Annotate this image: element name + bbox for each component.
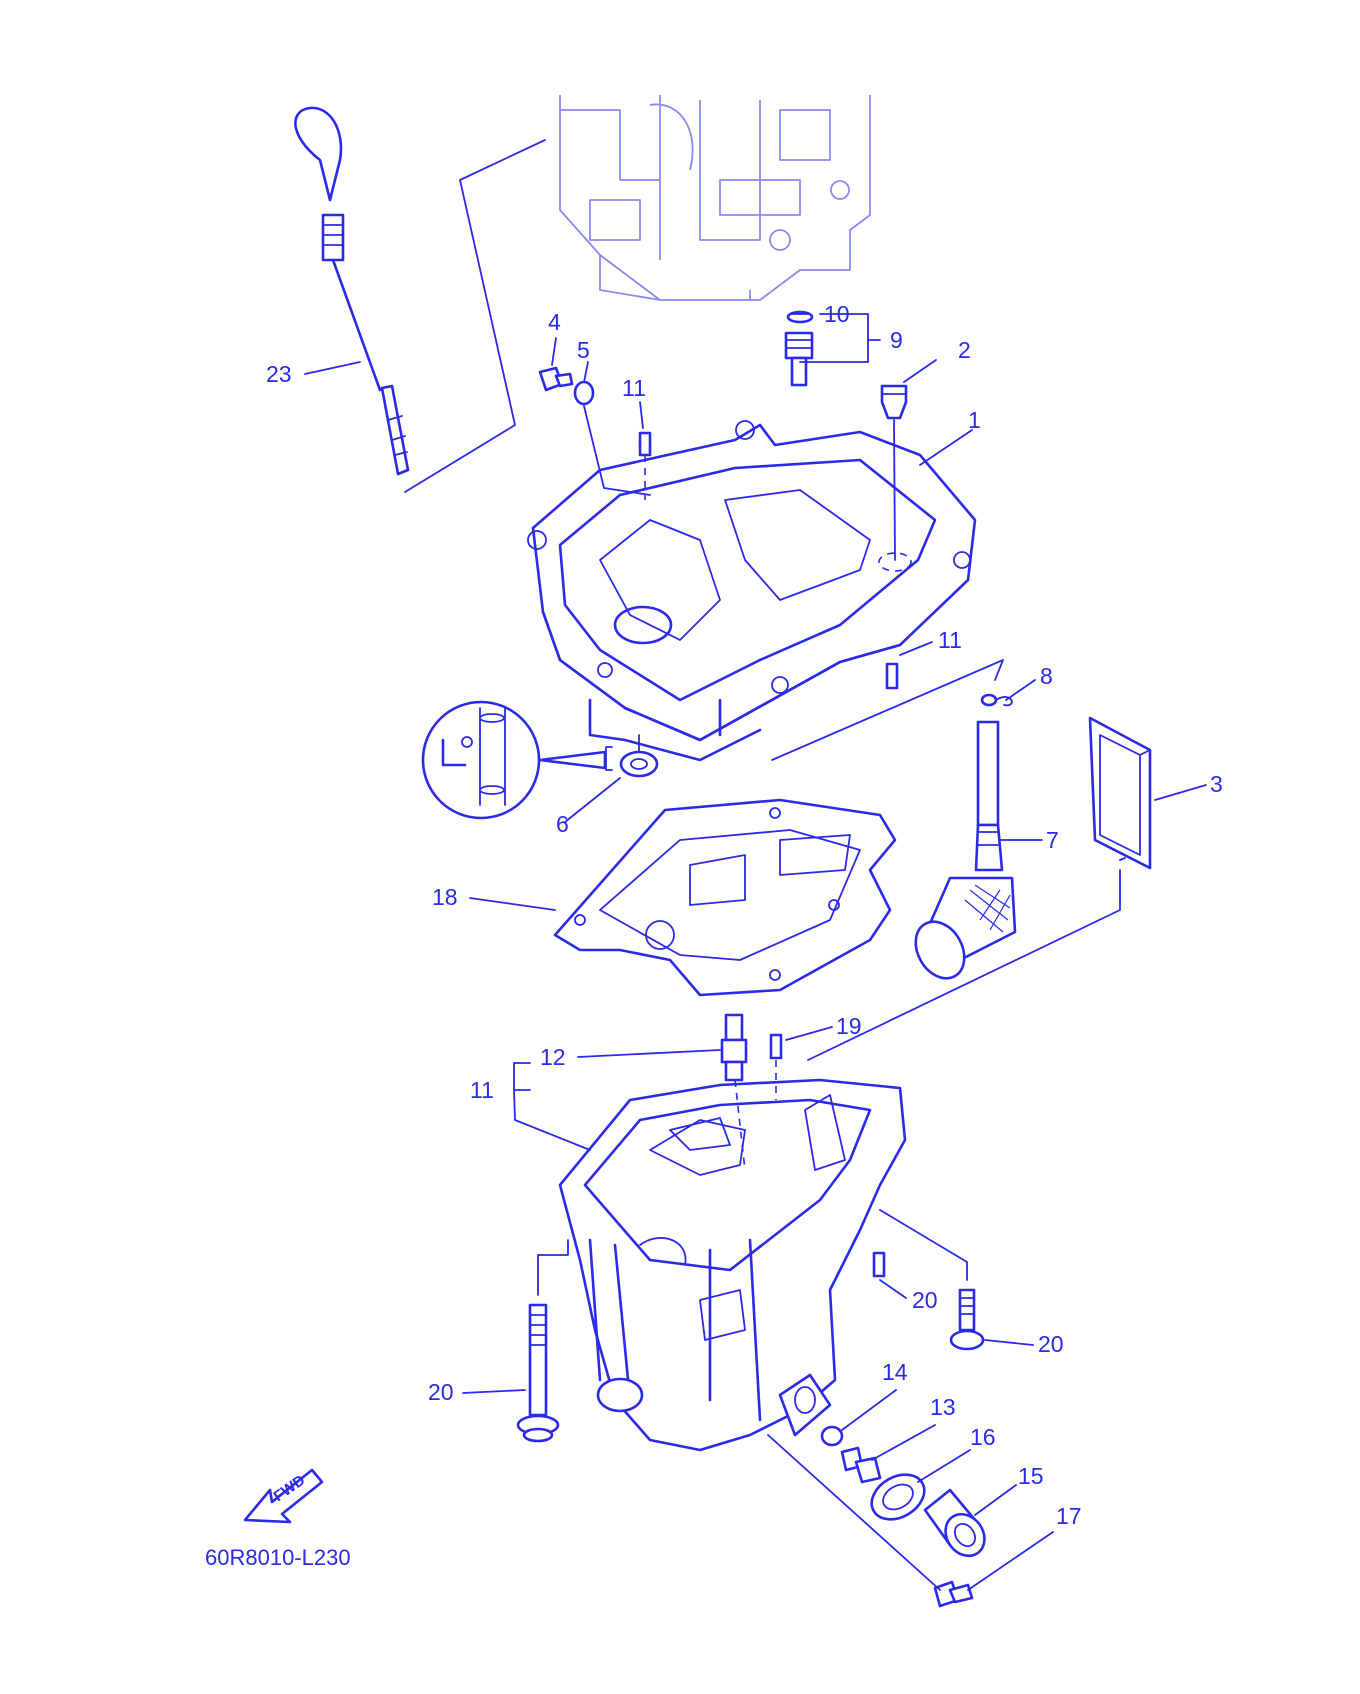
leader-21-pan [537, 1239, 569, 1296]
fitting-part13 [720, 1013, 748, 1082]
callout-10: 10 [824, 301, 850, 327]
oil-seal-part6 [619, 734, 659, 778]
oil-dipstick [294, 106, 410, 476]
dowel-pin-part11-mid [885, 662, 899, 690]
bolt-part4 [538, 366, 574, 392]
callout-14: 13 [930, 1394, 956, 1420]
callout-17: 16 [970, 1424, 996, 1450]
callout-18: 17 [1056, 1503, 1082, 1529]
callout-20-low: 20 [912, 1287, 938, 1313]
leader-5-pan [583, 405, 651, 496]
callout-15: 14 [882, 1359, 908, 1385]
callout-11-mid: 11 [938, 627, 962, 653]
callout-16: 15 [1018, 1463, 1044, 1489]
washer-part5 [573, 380, 595, 406]
dowel-pin-part20-top [769, 1033, 783, 1060]
callout-9: 9 [890, 327, 903, 353]
oil-seal-detail-inset [421, 700, 613, 820]
callout-labels: 23 4 5 11 10 9 2 1 11 8 3 7 6 18 19 12 1… [266, 301, 1223, 1529]
leader-22-pan [879, 1209, 968, 1281]
leader-3-pan [807, 869, 1121, 1061]
callout-1: 1 [968, 407, 981, 433]
dowel-pin-part11-top [638, 431, 652, 457]
callout-20-top: 19 [836, 1013, 862, 1039]
callout-7: 7 [1046, 827, 1059, 853]
exhaust-guide-part1 [527, 420, 977, 762]
bolt-part21 [516, 1303, 560, 1443]
oil-strainer-part7 [914, 720, 1017, 980]
callout-21: 20 [428, 1379, 454, 1405]
centerline-13 [734, 1079, 746, 1171]
baffle-plate-part3 [1088, 716, 1152, 870]
callout-5: 5 [577, 337, 590, 363]
callout-11-top: 11 [622, 375, 646, 401]
drain-plug-part2 [880, 384, 908, 420]
fwd-arrow-icon: FWD [243, 1468, 324, 1524]
oil-strainer-nipple [784, 310, 814, 387]
engine-block-ghost [559, 95, 871, 301]
callout-22: 20 [1038, 1331, 1064, 1357]
callout-6: 6 [556, 811, 569, 837]
callout-12: 11 [470, 1077, 494, 1103]
callout-3: 3 [1210, 771, 1223, 797]
dowel-pin-part20-low [872, 1251, 886, 1278]
drain-plug-part16 [923, 1488, 986, 1558]
clip-part8 [980, 693, 1013, 707]
dipstick-guide-line [404, 139, 546, 493]
callout-4: 4 [548, 309, 561, 335]
bolt-part14 [840, 1446, 882, 1484]
diagram-code: 60R8010-L230 [205, 1545, 351, 1570]
callout-2: 2 [958, 337, 971, 363]
screw-part18 [933, 1580, 974, 1608]
callout-8: 8 [1040, 663, 1053, 689]
oil-pan-part12 [558, 1078, 907, 1452]
gasket-part17 [870, 1473, 926, 1521]
callout-leaders [304, 313, 1207, 1591]
leader-18-pan [767, 1434, 941, 1591]
callout-23: 23 [266, 361, 292, 387]
callout-13: 12 [540, 1044, 566, 1070]
leader-8-pan [771, 659, 1004, 761]
washer-part15 [820, 1425, 844, 1447]
leader-2-pan [893, 419, 896, 561]
bolt-part22 [949, 1288, 985, 1351]
gasket-part19 [553, 798, 897, 997]
callout-19: 18 [432, 884, 458, 910]
